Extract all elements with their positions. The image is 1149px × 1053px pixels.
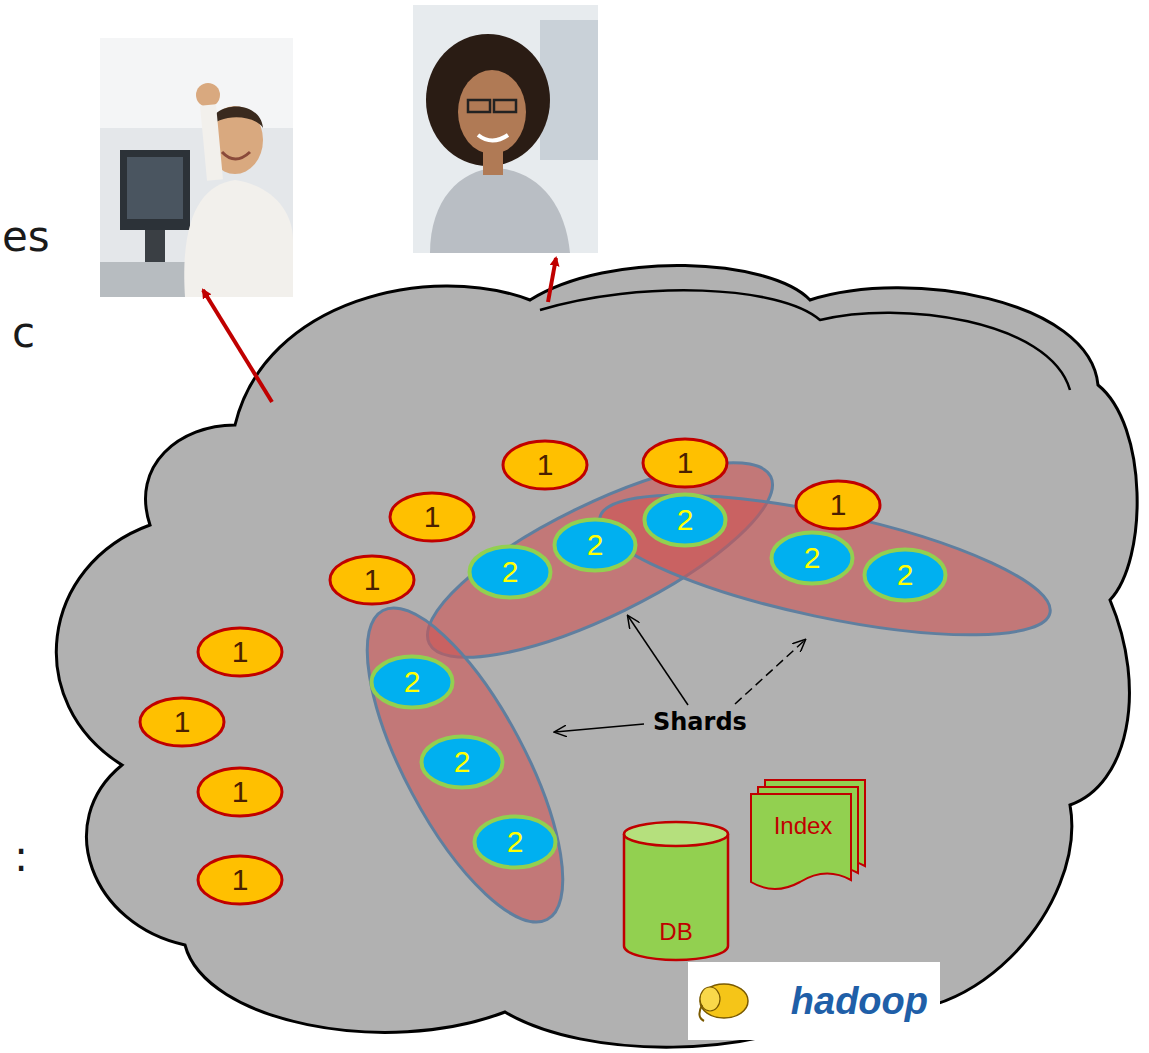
node-text: hadoop — [791, 980, 928, 1023]
node-text: 1 — [364, 563, 381, 597]
shard-server-circle: 2 — [769, 530, 855, 586]
server-circle: 1 — [328, 554, 416, 606]
slide-text-fragment: : — [14, 832, 28, 881]
hadoop-logo: hadoop — [688, 962, 940, 1040]
server-circle: 1 — [138, 696, 226, 748]
leader-arrow — [628, 616, 688, 705]
shard-server-circle: 2 — [419, 734, 505, 790]
photo-man — [100, 38, 293, 297]
node-text: 1 — [537, 448, 554, 482]
node-text: 1 — [232, 635, 249, 669]
cloud-shape — [56, 265, 1137, 1047]
user-arrow — [203, 290, 272, 402]
server-circle: 1 — [196, 626, 284, 678]
node-text: 1 — [232, 775, 249, 809]
node-text: 1 — [232, 863, 249, 897]
shard-server-circle: 2 — [369, 654, 455, 710]
user-arrow — [548, 258, 556, 302]
node-text: 1 — [830, 488, 847, 522]
node-text: 2 — [454, 745, 471, 779]
server-circle: 1 — [388, 491, 476, 543]
node-text: 2 — [507, 825, 524, 859]
server-circle: 1 — [641, 437, 729, 489]
leader-arrow — [555, 724, 644, 732]
shards-label: Shards — [650, 708, 750, 736]
slide-text-fragment: es — [2, 212, 50, 261]
leader-arrow — [735, 640, 805, 704]
index-pages: Index — [749, 778, 867, 892]
server-circle: 1 — [196, 854, 284, 906]
shard-server-circle: 2 — [862, 547, 948, 603]
shard-server-circle: 2 — [467, 544, 553, 600]
node-text: 1 — [677, 446, 694, 480]
node-text: DB — [659, 918, 692, 946]
node-text: 2 — [502, 555, 519, 589]
node-text: 2 — [677, 503, 694, 537]
server-circle: 1 — [196, 766, 284, 818]
server-circle: 1 — [501, 439, 589, 491]
node-text: 2 — [404, 665, 421, 699]
node-text: 1 — [424, 500, 441, 534]
shard-server-circle: 2 — [552, 517, 638, 573]
shard-server-circle: 2 — [642, 492, 728, 548]
node-text: 2 — [804, 541, 821, 575]
server-circle: 1 — [794, 479, 882, 531]
node-text: 1 — [174, 705, 191, 739]
node-text: 2 — [897, 558, 914, 592]
slide-text-fragment: c — [12, 308, 35, 357]
photo-woman — [413, 5, 598, 253]
node-text: 2 — [587, 528, 604, 562]
database-cylinder: DB — [622, 820, 730, 960]
node-text: Index — [774, 812, 833, 840]
shard-server-circle: 2 — [472, 814, 558, 870]
